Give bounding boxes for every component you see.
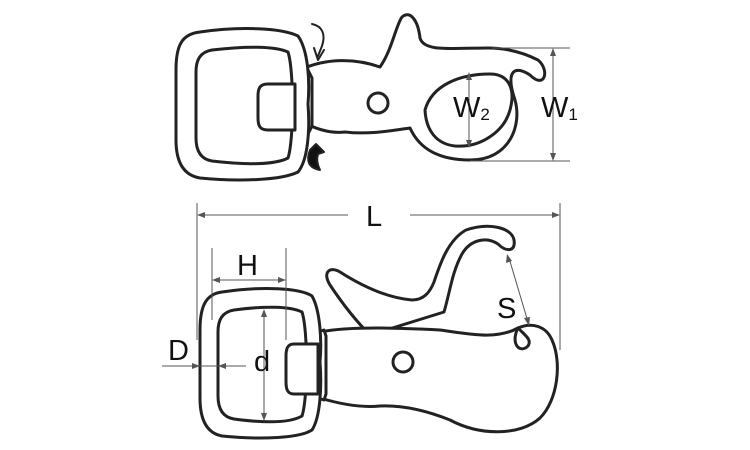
top-rivet bbox=[366, 91, 390, 115]
bottom-snap-gate bbox=[325, 224, 516, 337]
w1-label: W1 bbox=[541, 92, 578, 124]
w2-arrow-top bbox=[466, 72, 472, 80]
w1-arrow-top bbox=[550, 48, 556, 56]
d-lower-label: d bbox=[254, 346, 270, 378]
l-arrow-right bbox=[552, 212, 560, 218]
top-ring-outer bbox=[174, 27, 311, 182]
l-arrow-left bbox=[197, 212, 205, 218]
bottom-hook-lip bbox=[513, 326, 531, 351]
s-arrow-bottom bbox=[524, 317, 530, 326]
w1-arrow-bottom bbox=[550, 153, 556, 161]
w2-label: W2 bbox=[453, 92, 490, 124]
bottom-hook-body bbox=[318, 323, 559, 434]
bottom-swivel-block bbox=[284, 342, 320, 396]
d-lower-arrow-bottom bbox=[261, 413, 267, 421]
d-lower-arrow-top bbox=[261, 309, 267, 317]
rotation-arrow-bottom-icon bbox=[307, 143, 325, 171]
bottom-rivet bbox=[391, 350, 415, 374]
top-hook-view: W2 W1 bbox=[174, 13, 578, 182]
l-label: L bbox=[366, 201, 382, 233]
h-arrow-left bbox=[212, 277, 220, 283]
top-hook-eye bbox=[423, 72, 514, 148]
bottom-ring-inner bbox=[216, 305, 308, 424]
d-arrow-left bbox=[192, 363, 200, 369]
s-arrow-top bbox=[506, 254, 512, 263]
top-ring-inner bbox=[194, 45, 294, 166]
top-swivel-block bbox=[256, 82, 297, 132]
bottom-ring-outer bbox=[198, 287, 323, 440]
s-label: S bbox=[497, 293, 516, 325]
d-upper-label: D bbox=[168, 335, 189, 367]
h-arrow-right bbox=[278, 277, 286, 283]
bottom-hook-view: L H D d S bbox=[162, 201, 561, 440]
s-dimension-line bbox=[508, 257, 529, 323]
top-hook-body bbox=[298, 13, 547, 162]
w2-arrow-bottom bbox=[466, 140, 472, 148]
h-label: H bbox=[237, 250, 258, 282]
d-arrow-right bbox=[218, 363, 226, 369]
rotation-arrow-top-icon bbox=[311, 23, 325, 61]
